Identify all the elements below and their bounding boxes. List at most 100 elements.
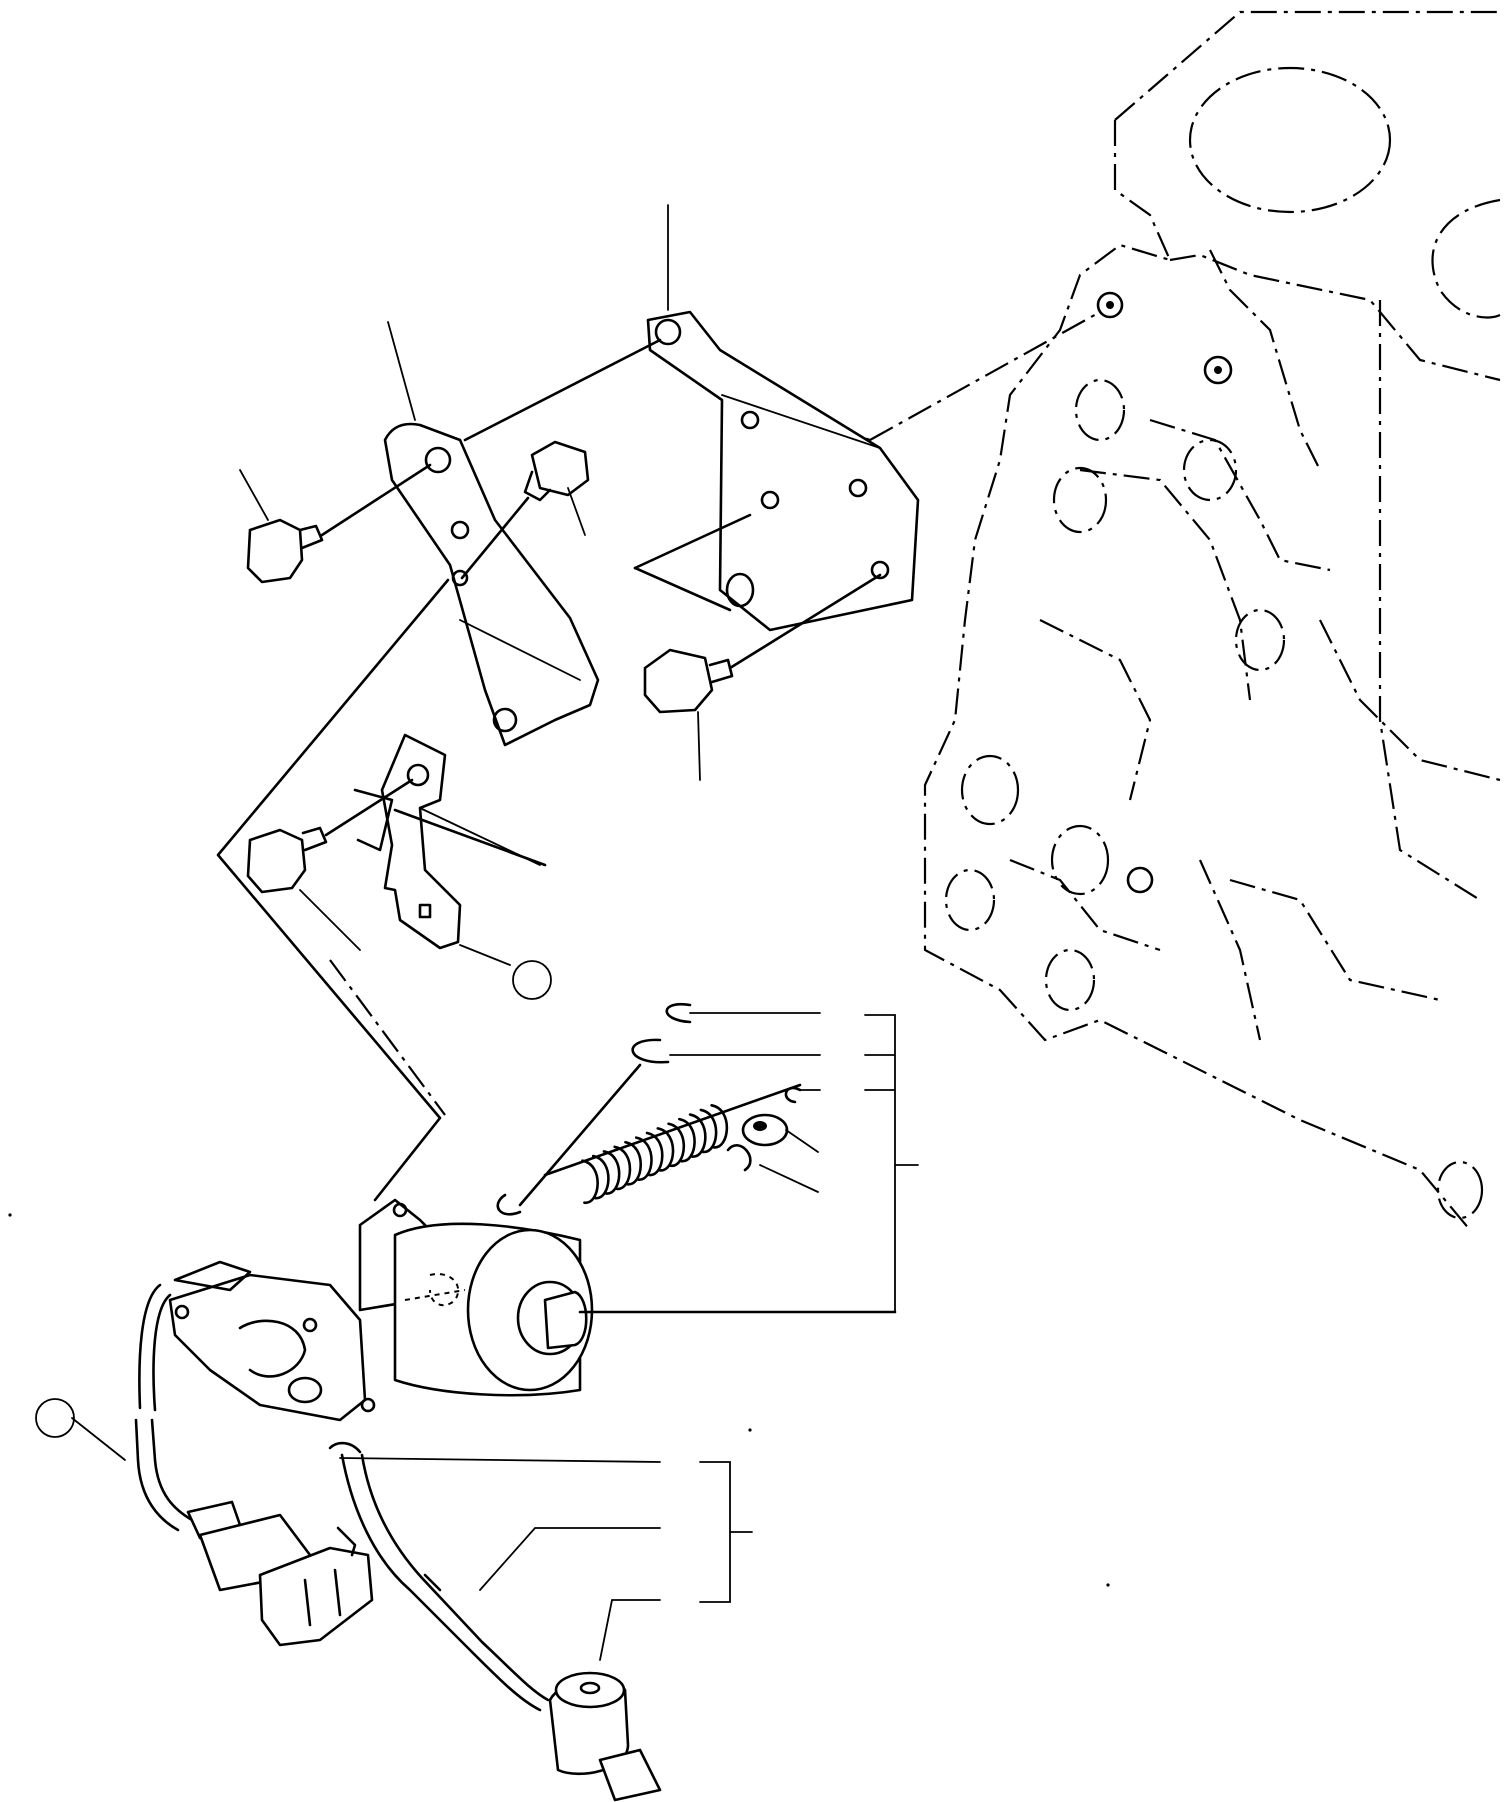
spring-washer: [741, 1113, 789, 1147]
bolt-clip-shank: [301, 826, 328, 852]
block-boss-7: [944, 868, 996, 932]
leader-harness-clip: [339, 1457, 661, 1463]
block-rib-8: [1198, 859, 1262, 1041]
leader-washer: [785, 1129, 819, 1153]
rear-bracket-fold: [721, 394, 881, 449]
clip-bracket-hole: [406, 763, 430, 787]
leader-sensor: [599, 1599, 661, 1661]
motor-screw-2: [302, 1317, 318, 1333]
motor-screw-3: [360, 1397, 376, 1413]
sensor-wire: [340, 1453, 550, 1712]
leader-sensor-wire: [479, 1527, 661, 1591]
bolt-clip-head: [246, 828, 307, 894]
centerline-motor-down: [329, 959, 446, 1116]
wire-clip: [328, 1441, 362, 1454]
block-boss-2: [1182, 438, 1238, 502]
spring-seat-ring: [496, 1193, 522, 1216]
motor-cover-boss: [287, 1376, 323, 1404]
rear-bracket-hole-e: [725, 572, 755, 608]
leader-bolt-top-center: [567, 487, 586, 536]
bolt-top-center-head: [530, 440, 590, 497]
block-top-edge: [1114, 10, 1500, 121]
block-deck-edge: [1169, 253, 1501, 382]
routing-line-to-motor: [216, 578, 450, 1202]
block-boss-6: [1050, 824, 1110, 896]
front-to-rear-link-line: [463, 338, 662, 442]
motor-terminal-block: [173, 1260, 252, 1292]
leader-bolt-rear: [697, 711, 701, 781]
snap-ring-lower: [631, 1038, 670, 1064]
ring-axis-line: [518, 1063, 642, 1207]
wire-upper-left: [138, 1283, 172, 1412]
connector-plug: [258, 1546, 374, 1647]
spring-and-rings: [496, 1002, 802, 1216]
block-rib-6: [1009, 858, 1161, 952]
front-bracket-top-hole: [424, 446, 452, 474]
bracket-group-spring: [864, 1014, 919, 1313]
block-rib-4: [1039, 619, 1152, 801]
front-bracket-fold: [459, 619, 581, 681]
block-boss-9: [1436, 1160, 1484, 1220]
motor-cover-cam: [238, 1319, 307, 1378]
block-mount-hole-2-core: [1214, 366, 1222, 374]
rear-bracket-hole-b: [760, 490, 780, 510]
sensor-tab: [598, 1748, 662, 1802]
block-boss-1: [1074, 378, 1126, 442]
cylinder-bore-2: [1431, 198, 1501, 319]
rear-bracket-edge-1: [633, 513, 752, 570]
block-mount-hole-3: [1126, 866, 1154, 894]
motor-end-cap: [466, 1228, 594, 1392]
leader-end-clip: [759, 1164, 819, 1193]
ref-circle-a-ring: [512, 960, 552, 1000]
leader-bolt-front-top: [239, 469, 269, 521]
front-bracket: [383, 338, 662, 747]
block-rib-5: [1319, 619, 1501, 782]
bolt-front-top-head: [246, 518, 304, 584]
engine-block: [923, 10, 1501, 1231]
small-clip-bracket: [353, 733, 547, 950]
leader-bolt-clip: [299, 889, 361, 951]
motor-screw-1: [174, 1304, 190, 1320]
block-boss-3: [1052, 466, 1108, 534]
block-mount-hole-2: [1203, 355, 1233, 385]
sensor-wire-sleeve-joint: [423, 1573, 442, 1592]
motor-cover-flange: [168, 1273, 367, 1422]
connector-latch: [336, 1526, 357, 1557]
rear-bracket-hole-d: [870, 560, 890, 580]
bolt-rear-axis: [728, 573, 882, 670]
rear-bracket-plate: [646, 310, 920, 632]
sensor-port: [579, 1681, 601, 1695]
connector-plug-ribs: [303, 1568, 342, 1627]
leader-clip-bracket: [419, 807, 541, 866]
cylinder-bore-1: [1188, 66, 1392, 214]
stray-mark-2: [748, 1428, 752, 1432]
block-boss-4: [1234, 608, 1286, 672]
centerline-bracket-to-block: [869, 311, 1101, 441]
block-rib-7: [1229, 878, 1441, 1002]
wire-harness: [134, 1283, 662, 1802]
spring-end-clip: [726, 1144, 752, 1172]
spring-axis-line: [543, 1083, 802, 1177]
motor-screw-4: [392, 1202, 408, 1218]
bolt-front-top: [246, 463, 432, 584]
ref-circle-a: [512, 960, 552, 1000]
leader-lines: [71, 204, 919, 1661]
block-rib-1: [1209, 249, 1321, 471]
front-bracket-hole-a: [450, 520, 470, 540]
bolt-rear-shank: [708, 658, 734, 684]
block-outline: [923, 120, 1471, 1231]
motor-internal-hidden: [404, 1273, 466, 1307]
bolt-front-top-shank: [298, 524, 324, 550]
ref-circle-b-ring: [35, 1398, 75, 1438]
spring-washer-center: [753, 1121, 767, 1131]
block-boss-5: [960, 754, 1020, 826]
stray-mark-1: [8, 1213, 12, 1217]
bolt-top-center-shank: [523, 470, 552, 502]
bolt-rear: [643, 573, 882, 714]
bracket-group-harness: [699, 1461, 753, 1603]
bolt-clip-axis: [324, 778, 414, 837]
sensor-top: [554, 1671, 626, 1709]
stray-mark-3: [1106, 1583, 1110, 1587]
